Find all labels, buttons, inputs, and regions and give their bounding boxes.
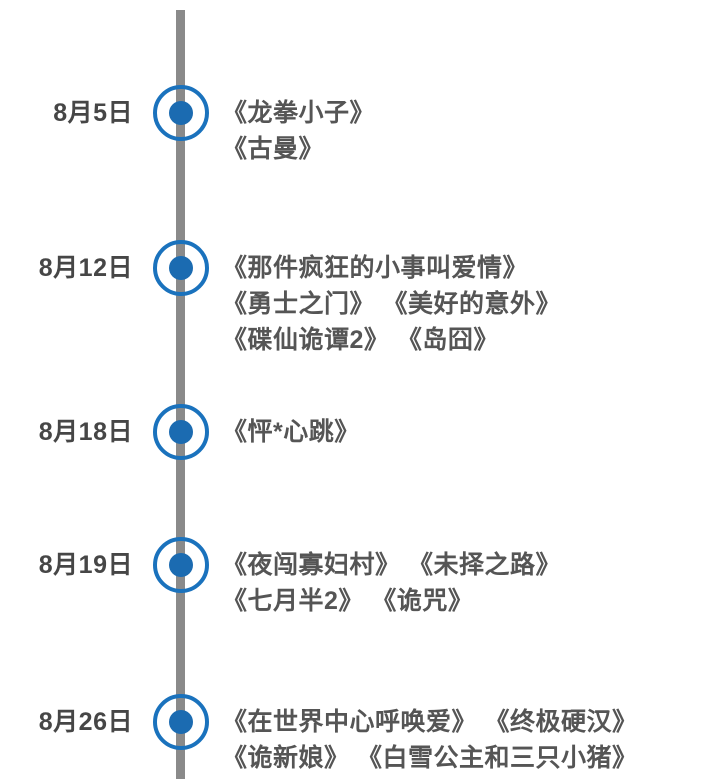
movie-list: 《那件疯狂的小事叫爱情》《勇士之门》 《美好的意外》《碟仙诡谭2》 《岛囧》: [222, 250, 561, 358]
movie-title-line: 《在世界中心呼唤爱》 《终极硬汉》: [222, 708, 638, 736]
movie-title-line: 《古曼》: [222, 135, 325, 163]
timeline-node-dot-icon: [169, 710, 193, 734]
entry-date: 8月18日: [38, 418, 133, 446]
movie-title-line: 《碟仙诡谭2》 《岛囧》: [222, 326, 499, 354]
entry-date: 8月5日: [53, 99, 133, 127]
movie-title-line: 《七月半2》 《诡咒》: [222, 587, 474, 615]
entry-date: 8月12日: [38, 254, 133, 282]
timeline-node-icon: [153, 240, 209, 296]
timeline-node-icon: [153, 404, 209, 460]
movie-title-line: 《夜闯寡妇村》 《未择之路》: [222, 551, 561, 579]
movie-title-line: 《诡新娘》 《白雪公主和三只小猪》: [222, 744, 638, 772]
timeline-node-icon: [153, 694, 209, 750]
movie-list: 《夜闯寡妇村》 《未择之路》《七月半2》 《诡咒》: [222, 547, 561, 619]
entry-date: 8月19日: [38, 551, 133, 579]
timeline-node-icon: [153, 537, 209, 593]
movie-list: 《龙拳小子》《古曼》: [222, 95, 375, 167]
timeline-node-dot-icon: [169, 256, 193, 280]
movie-list: 《怦*心跳》: [222, 414, 360, 450]
movie-title-line: 《龙拳小子》: [222, 99, 376, 127]
movie-list: 《在世界中心呼唤爱》 《终极硬汉》《诡新娘》 《白雪公主和三只小猪》: [222, 704, 637, 776]
entry-date: 8月26日: [38, 708, 133, 736]
movie-title-line: 《怦*心跳》: [222, 418, 360, 446]
timeline-axis-line: [176, 10, 185, 779]
timeline-node-dot-icon: [169, 553, 193, 577]
movie-title-line: 《那件疯狂的小事叫爱情》: [222, 254, 529, 282]
timeline-node-dot-icon: [169, 420, 193, 444]
timeline-node-dot-icon: [169, 101, 193, 125]
movie-title-line: 《勇士之门》 《美好的意外》: [222, 290, 561, 318]
timeline-node-icon: [153, 85, 209, 141]
